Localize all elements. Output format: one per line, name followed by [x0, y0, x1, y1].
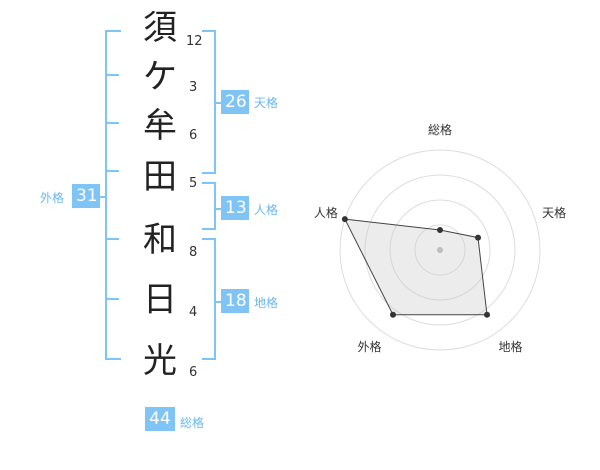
- gaikaku-bracket-connector: [99, 196, 107, 198]
- name-char-3: 牟: [143, 106, 177, 146]
- chikaku-bracket: [202, 238, 216, 360]
- radar-axis-label: 天格: [542, 205, 566, 220]
- tenkaku-value: 26: [221, 90, 249, 114]
- name-char-7: 光: [143, 341, 177, 381]
- jinkaku-value: 13: [221, 196, 249, 220]
- name-char-5: 和: [143, 220, 177, 260]
- gaikaku-bracket-tick: [105, 170, 119, 172]
- gaikaku-bracket-tick: [105, 298, 119, 300]
- radar-point: [437, 227, 443, 233]
- gaikaku-bracket-tick: [105, 238, 119, 240]
- name-char-2: ケ: [143, 57, 177, 97]
- radar-point: [389, 311, 396, 318]
- gaikaku-label: 外格: [40, 191, 65, 205]
- gaikaku-bracket-tick: [105, 122, 119, 124]
- chikaku-label: 地格: [254, 296, 279, 310]
- radar-ring: [414, 224, 466, 276]
- name-char-1: 須: [143, 8, 177, 48]
- tenkaku-label: 天格: [254, 96, 279, 110]
- chikaku-value: 18: [221, 289, 249, 313]
- radar-ring: [389, 199, 491, 301]
- stroke-count-5: 8: [189, 245, 198, 260]
- gaikaku-bracket-tick: [105, 74, 119, 76]
- radar-ring: [339, 149, 541, 351]
- radar-point: [484, 311, 491, 318]
- jinkaku-bracket-connector: [214, 208, 222, 210]
- stroke-count-7: 6: [189, 365, 198, 380]
- radar-point: [475, 234, 482, 241]
- radar-axis-label: 地格: [499, 339, 523, 354]
- jinkaku-bracket: [202, 182, 216, 230]
- tenkaku-bracket-connector: [214, 102, 222, 104]
- stroke-count-6: 4: [189, 305, 198, 320]
- radar-ring: [364, 174, 516, 326]
- name-char-4: 田: [143, 157, 177, 197]
- radar-center: [437, 247, 443, 253]
- radar-point: [341, 216, 348, 223]
- stroke-count-3: 6: [189, 128, 198, 143]
- gaikaku-value: 31: [72, 184, 100, 208]
- soukaku-value: 44: [145, 407, 175, 431]
- gaikaku-bracket: [105, 30, 121, 360]
- jinkaku-label: 人格: [254, 203, 279, 217]
- radar-axis-label: 人格: [314, 205, 338, 220]
- chikaku-bracket-connector: [214, 301, 222, 303]
- radar-axis-label: 総格: [428, 122, 452, 137]
- soukaku-label: 総格: [180, 416, 205, 430]
- stroke-count-4: 5: [189, 176, 198, 191]
- radar-axis-label: 外格: [357, 339, 381, 354]
- stroke-count-2: 3: [189, 80, 198, 95]
- name-char-6: 日: [143, 280, 177, 320]
- radar-shape: [344, 218, 488, 316]
- stroke-count-1: 12: [186, 34, 203, 49]
